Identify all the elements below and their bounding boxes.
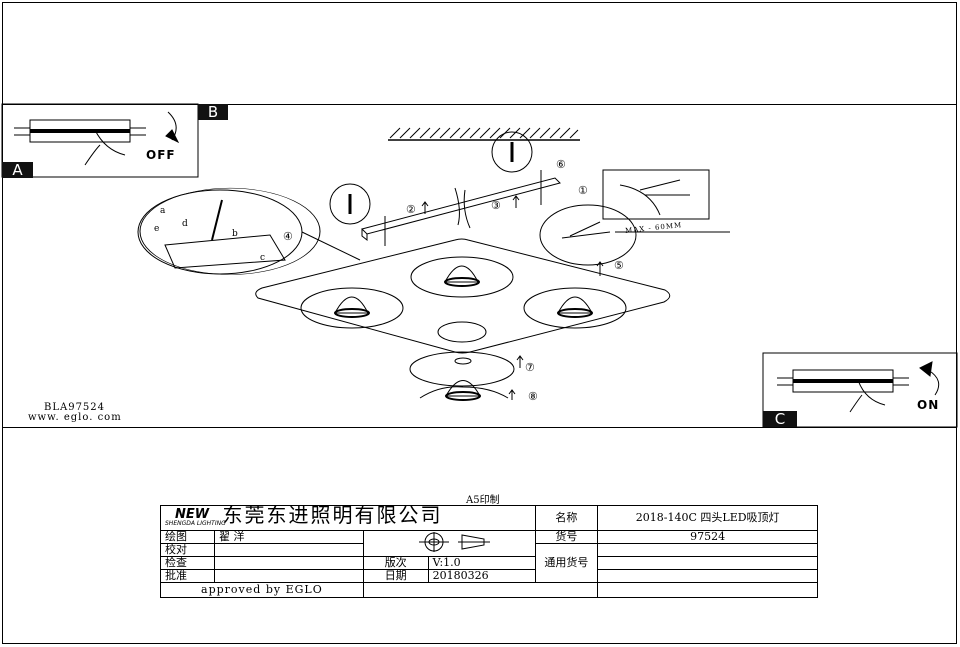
panel-label-c: C	[763, 411, 797, 427]
step-5: ⑤	[614, 259, 625, 272]
step-3: ③	[491, 199, 502, 212]
switch-on-panel	[762, 352, 958, 428]
projection-symbol	[362, 530, 536, 557]
detail-e: e	[154, 224, 161, 234]
item-label: 货号	[534, 530, 599, 544]
off-label: OFF	[146, 148, 176, 162]
panel-label-b: B	[198, 104, 228, 120]
lamp-heads	[300, 256, 627, 343]
mounting-bracket	[329, 131, 561, 246]
model-code: BLA97524	[44, 402, 106, 413]
name-label: 名称	[534, 505, 599, 531]
drawn-value: 翟 洋	[213, 530, 364, 544]
step-6: ⑥	[556, 158, 567, 171]
blank-cell-1	[362, 582, 599, 598]
center-cover	[409, 195, 604, 401]
common-item-value-2	[597, 556, 818, 570]
detail-a: a	[160, 206, 167, 216]
base-plate	[255, 238, 671, 354]
inspect-value	[213, 556, 364, 570]
step-2: ②	[406, 203, 417, 216]
blank-cell-2	[597, 582, 818, 598]
detail-c: c	[260, 253, 267, 263]
approve-label: 批准	[160, 569, 215, 583]
projection-icon	[419, 532, 491, 552]
print-note: A5印制	[466, 495, 500, 506]
version-value: V:1.0	[427, 556, 536, 570]
detail-d: d	[182, 219, 189, 229]
approved-by: approved by EGLO	[160, 582, 364, 598]
item-value: 97524	[597, 530, 818, 544]
check-label: 校对	[160, 543, 215, 557]
company-name: 东莞东进照明有限公司	[222, 503, 443, 527]
panel-label-a: A	[2, 162, 33, 178]
detail-b: b	[232, 229, 239, 239]
check-value	[213, 543, 364, 557]
breaker-on-icon	[777, 361, 940, 413]
name-value: 2018-140C 四头LED吸顶灯	[597, 505, 818, 531]
inspect-label: 检查	[160, 556, 215, 570]
divider-bottom	[2, 427, 957, 428]
date-value: 20180326	[427, 569, 536, 583]
drawn-label: 绘图	[160, 530, 215, 544]
on-label: ON	[917, 398, 940, 412]
date-label: 日期	[362, 569, 429, 583]
common-item-label: 通用货号	[534, 543, 599, 583]
website: www. eglo. com	[28, 412, 122, 423]
approve-value	[213, 569, 364, 583]
step-4: ④	[283, 230, 294, 243]
ceiling-icon	[388, 127, 580, 141]
wiring-detail	[137, 187, 361, 275]
version-label: 版次	[362, 556, 429, 570]
breaker-off-icon	[14, 111, 180, 166]
step-8: ⑧	[528, 390, 539, 403]
step-1: ①	[578, 184, 589, 197]
common-item-value-3	[597, 569, 818, 583]
wire-strip-detail	[539, 169, 730, 266]
common-item-value-1	[597, 543, 818, 557]
step-7: ⑦	[525, 361, 536, 374]
switch-off-panel	[1, 103, 199, 178]
divider-top	[2, 104, 957, 105]
